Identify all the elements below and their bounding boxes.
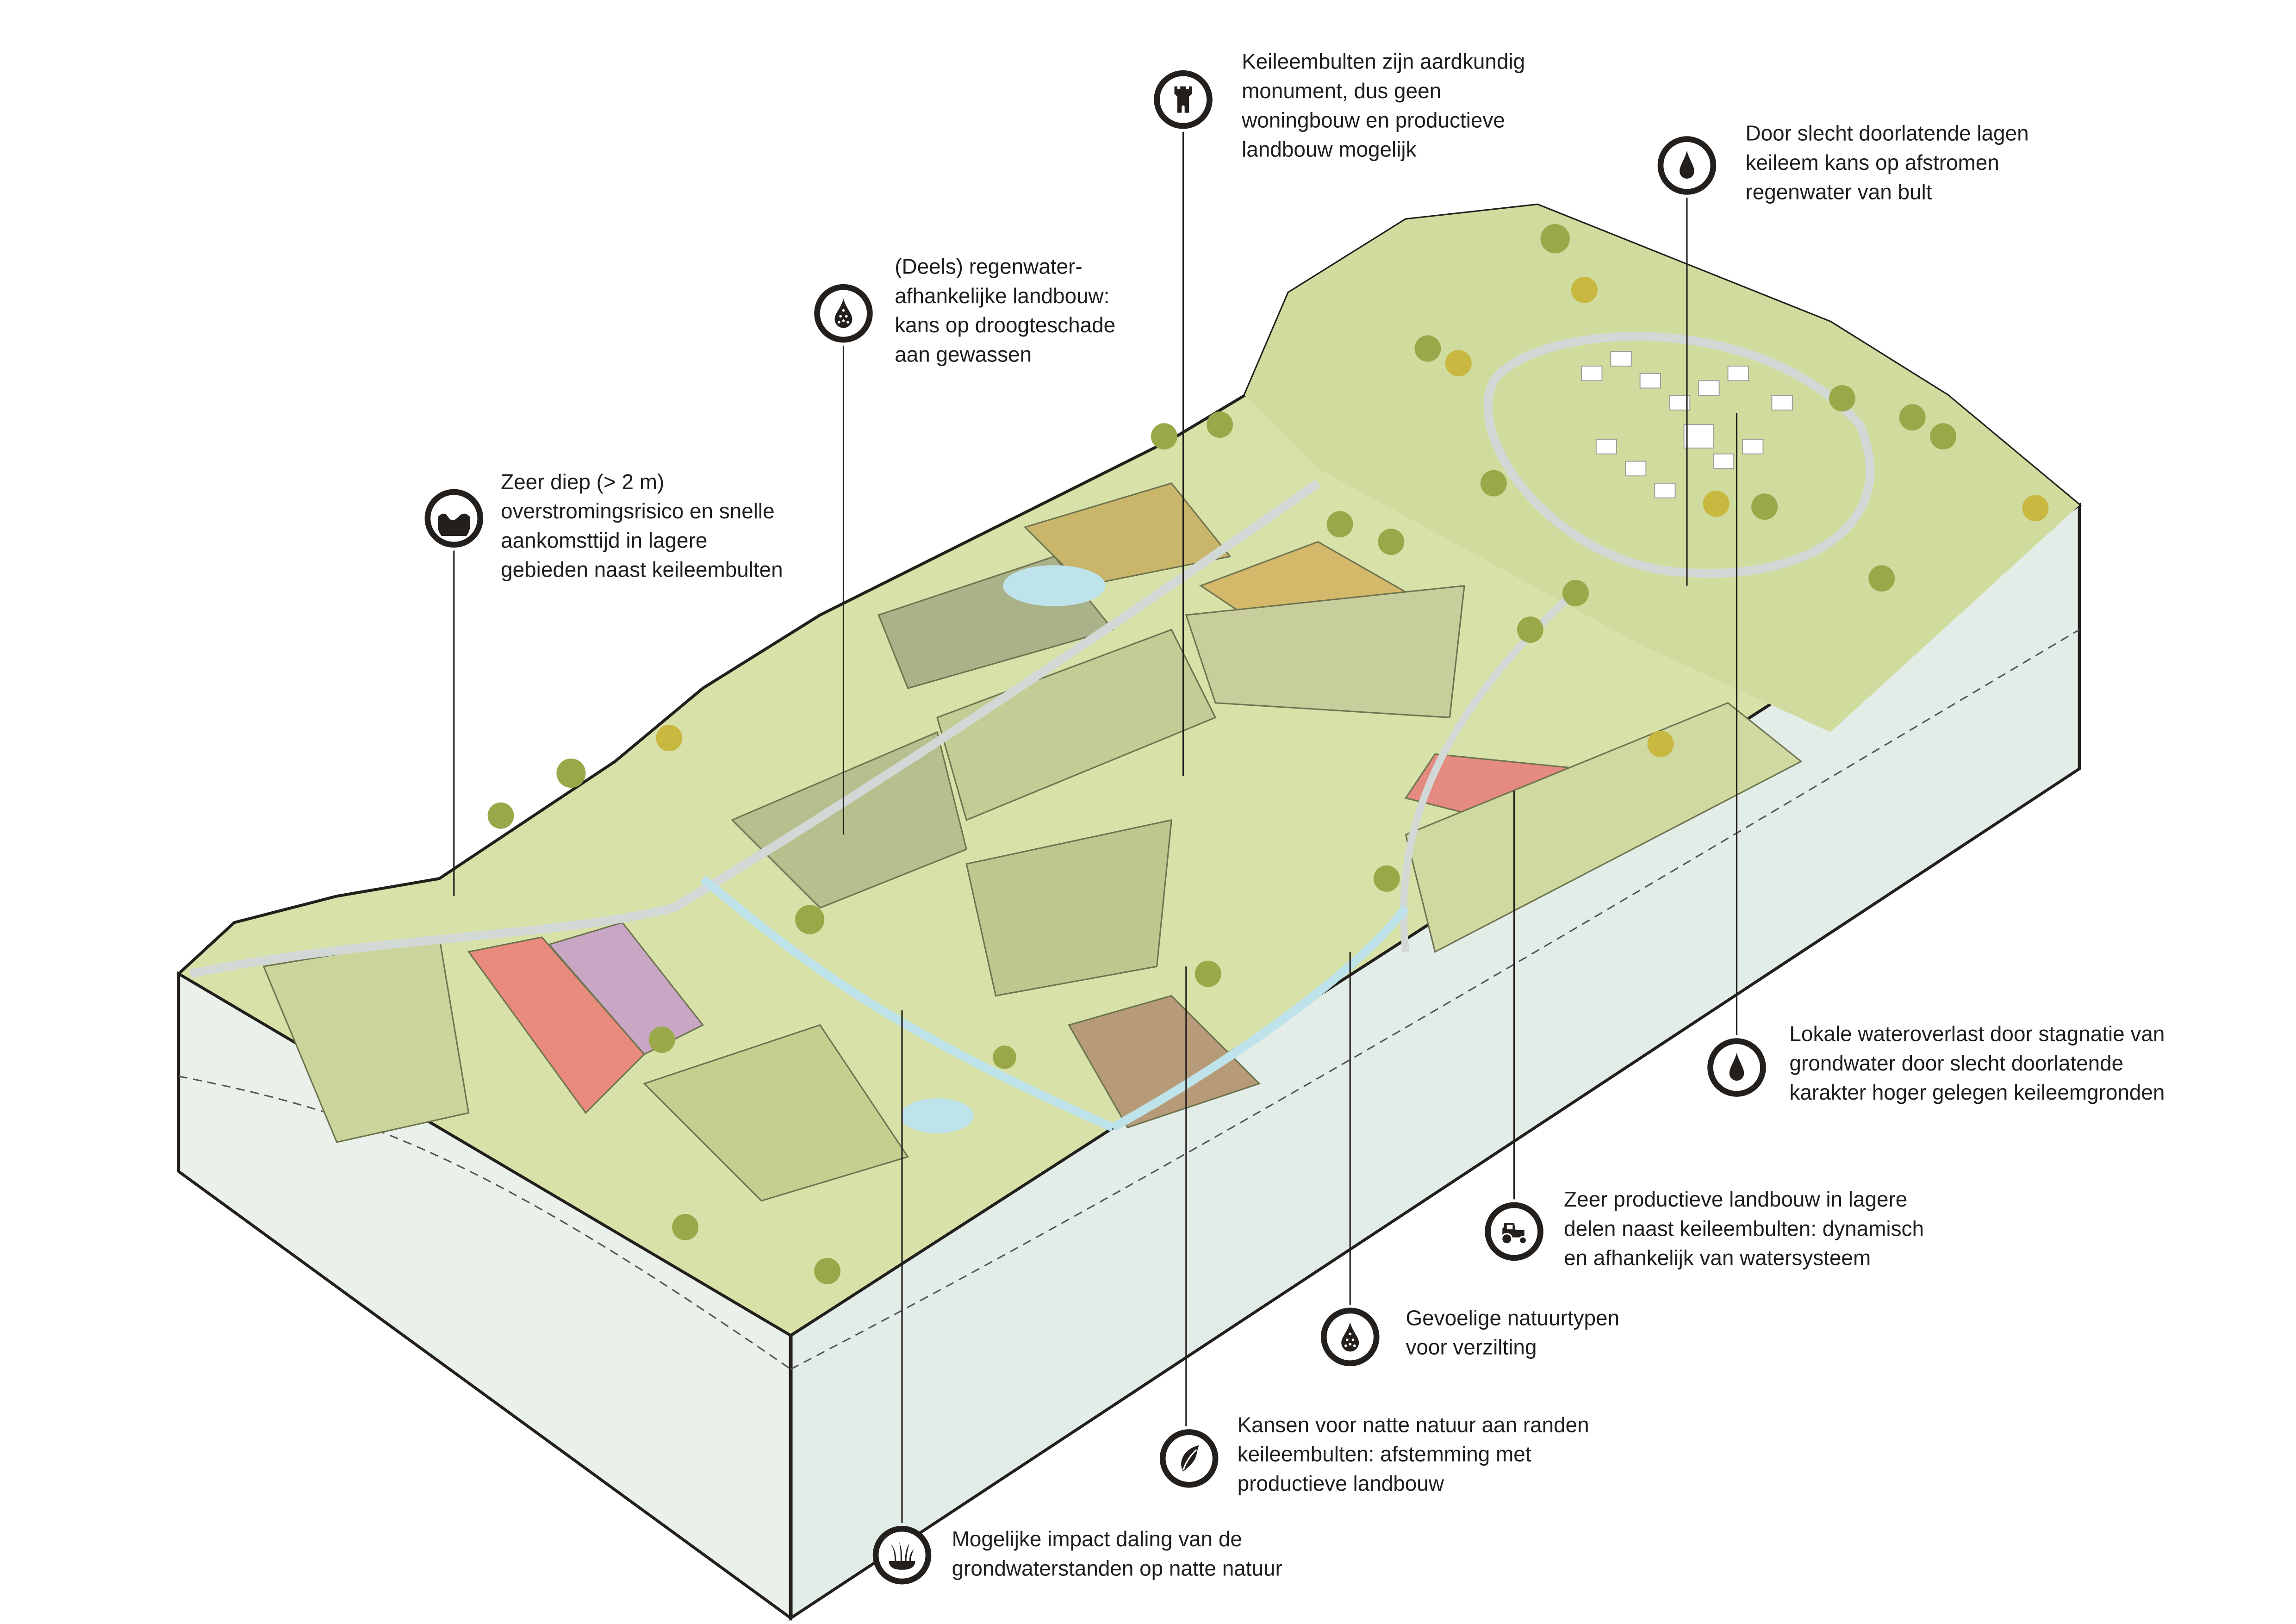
callout-line: karakter hoger gelegen keileemgronden bbox=[1789, 1082, 2165, 1106]
callout-line: keileembulten: afstemming met bbox=[1237, 1444, 1531, 1468]
callout-line: Lokale wateroverlast door stagnatie van bbox=[1789, 1023, 2165, 1047]
callout-line: kans op droogteschade bbox=[895, 315, 1116, 338]
callout-line: gebieden naast keileembulten bbox=[501, 559, 783, 583]
pond bbox=[1003, 565, 1106, 606]
callout-line: Gevoelige natuurtypen bbox=[1406, 1307, 1620, 1332]
flood-wave-icon bbox=[424, 489, 484, 548]
callout-line: Mogelijke impact daling van de bbox=[952, 1529, 1242, 1552]
callout-line: afhankelijke landbouw: bbox=[895, 285, 1110, 309]
callout-line: landbouw mogelijk bbox=[1242, 139, 1417, 163]
callout-line: Keileembulten zijn aardkundig bbox=[1242, 51, 1525, 75]
dotted-drop-icon bbox=[1320, 1307, 1380, 1367]
water-drop-icon bbox=[1657, 136, 1717, 195]
castle-tower-icon bbox=[1154, 70, 1213, 129]
leader-lines bbox=[453, 131, 1738, 1523]
leaf-icon bbox=[1159, 1429, 1219, 1488]
stream bbox=[700, 875, 1410, 1132]
keileembult-hill bbox=[1244, 205, 2079, 733]
callout-line: keileem kans op afstromen bbox=[1745, 152, 1999, 176]
trees bbox=[487, 224, 2049, 1284]
callout-line: grondwaterstanden op natte natuur bbox=[952, 1558, 1282, 1582]
callout-line: aankomsttijd in lagere bbox=[501, 530, 708, 554]
ring-road bbox=[1483, 332, 1874, 578]
callout-line: Zeer productieve landbouw in lagere bbox=[1564, 1189, 1908, 1213]
dotted-drop-icon bbox=[814, 284, 873, 343]
callout-line: regenwater van bult bbox=[1745, 181, 1932, 205]
callout-line: Door slecht doorlatende lagen bbox=[1745, 123, 2029, 147]
callout-line: Kansen voor natte natuur aan randen bbox=[1237, 1414, 1589, 1438]
soil-layer-line bbox=[178, 629, 2080, 1370]
callout-line: aan gewassen bbox=[895, 344, 1032, 368]
village bbox=[1581, 351, 1793, 498]
callout-line: delen naast keileembulten: dynamisch bbox=[1564, 1218, 1924, 1242]
fields bbox=[262, 482, 1803, 1202]
grass-icon bbox=[872, 1525, 932, 1585]
callout-line: overstromingsrisico en snelle bbox=[501, 501, 775, 524]
pond bbox=[900, 1098, 974, 1133]
callout-line: woningbouw en productieve bbox=[1242, 110, 1505, 133]
callout-line: grondwater door slecht doorlatende bbox=[1789, 1052, 2124, 1076]
callout-line: monument, dus geen bbox=[1242, 81, 1442, 104]
callout-line: (Deels) regenwater- bbox=[895, 256, 1083, 280]
callout-line: voor verzilting bbox=[1406, 1337, 1537, 1361]
water-drop-icon bbox=[1707, 1038, 1766, 1097]
tractor-icon bbox=[1485, 1202, 1543, 1261]
callout-line: en afhankelijk van watersysteem bbox=[1564, 1247, 1871, 1271]
callout-line: Zeer diep (> 2 m) bbox=[501, 471, 665, 495]
callout-line: productieve landbouw bbox=[1237, 1473, 1444, 1497]
main-road bbox=[189, 479, 1321, 978]
